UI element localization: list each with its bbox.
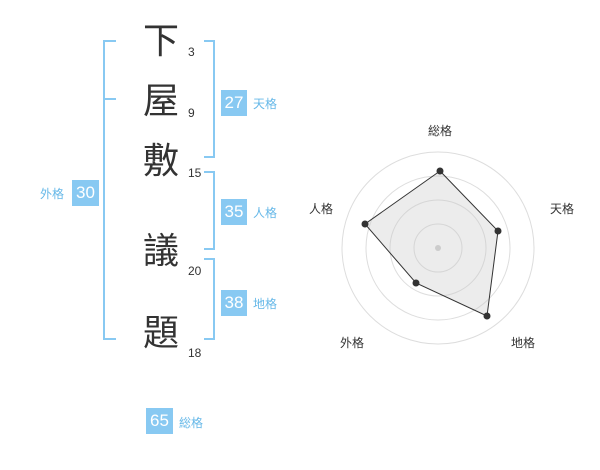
radar-polygon xyxy=(364,170,499,317)
name-char-4: 議 xyxy=(143,231,180,272)
radar-point-tenkaku xyxy=(494,227,502,235)
soukaku-value-badge: 65 xyxy=(146,408,173,434)
radar-point-chikaku xyxy=(483,312,491,320)
radar-label-jinkaku: 人格 xyxy=(309,202,334,216)
jinkaku-bracket xyxy=(204,171,215,250)
gaikaku-bracket xyxy=(103,40,116,340)
name-char-5: 題 xyxy=(143,313,180,354)
name-char-1: 下 xyxy=(143,21,180,62)
radar-ring-1 xyxy=(413,223,463,273)
jinkaku-value-badge: 35 xyxy=(221,199,247,225)
radar-label-tenkaku: 天格 xyxy=(550,202,575,216)
name-char-3: 敷 xyxy=(143,141,180,182)
radar-center-point xyxy=(435,245,441,251)
tenkaku-value-badge: 27 xyxy=(221,90,247,116)
radar-point-jinkaku xyxy=(361,220,369,228)
jinkaku-label: 人格 xyxy=(253,206,278,220)
stroke-count-5: 18 xyxy=(188,346,202,360)
radar-ring-3 xyxy=(365,175,511,321)
tenkaku-bracket xyxy=(204,40,215,158)
radar-ring-2 xyxy=(389,199,487,297)
stroke-count-3: 15 xyxy=(188,166,202,180)
chikaku-bracket xyxy=(204,258,215,340)
gaikaku-label: 外格 xyxy=(40,187,65,201)
chikaku-value-badge: 38 xyxy=(221,290,247,316)
radar-label-gaikaku: 外格 xyxy=(340,336,365,350)
radar-label-chikaku: 地格 xyxy=(511,336,536,350)
radar-point-gaikaku xyxy=(412,279,420,287)
gaikaku-value-badge: 30 xyxy=(72,180,99,206)
name-char-2: 屋 xyxy=(143,81,180,122)
stroke-count-2: 9 xyxy=(188,106,195,120)
tenkaku-label: 天格 xyxy=(253,97,278,111)
radar-label-soukaku: 総格 xyxy=(428,124,453,138)
stroke-count-4: 20 xyxy=(188,264,202,278)
chikaku-label: 地格 xyxy=(253,297,278,311)
soukaku-label: 総格 xyxy=(179,416,204,430)
radar-ring-outer xyxy=(341,151,535,345)
radar-point-soukaku xyxy=(436,167,444,175)
stroke-count-1: 3 xyxy=(188,45,195,59)
